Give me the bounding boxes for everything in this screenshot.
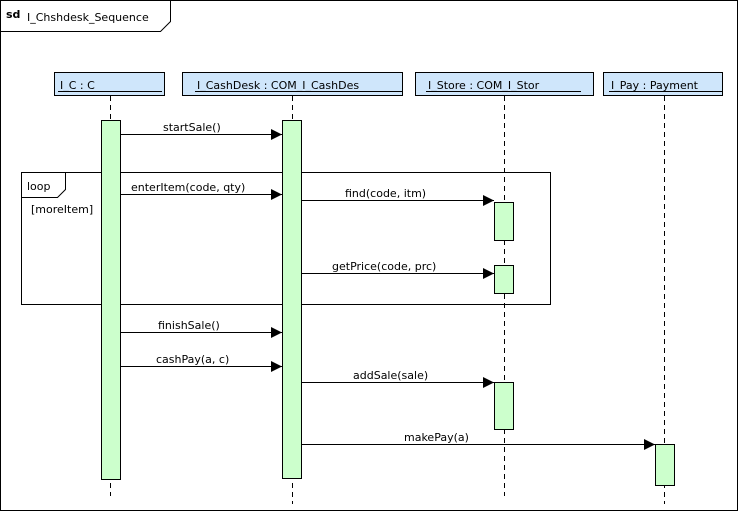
message-startsale[interactable]: startSale() (121, 121, 282, 140)
message-label: find(code, itm) (345, 187, 426, 200)
message-getprice[interactable]: getPrice(code, prc) (302, 260, 494, 279)
message-finishsale[interactable]: finishSale() (121, 319, 282, 338)
activation-bars (101, 120, 675, 486)
lifeline-head-c[interactable] (54, 72, 165, 96)
message-label: enterItem(code, qty) (131, 181, 245, 194)
message-label: getPrice(code, prc) (332, 260, 436, 273)
message-label: finishSale() (158, 319, 220, 332)
lifeline-label-cashdesk: I_CashDesk : COM_I_CashDes (197, 79, 359, 92)
activation-pay-makepay[interactable] (655, 444, 675, 486)
lifeline-cashdesk[interactable]: I_CashDesk : COM_I_CashDes (182, 72, 403, 96)
message-addsale[interactable]: addSale(sale) (302, 369, 494, 388)
activation-store-find[interactable] (494, 202, 514, 241)
lifeline-lines (110, 96, 665, 504)
loop-operator: loop (27, 180, 51, 193)
frame-tab (0, 0, 171, 32)
activation-store-getprice[interactable] (494, 265, 514, 294)
frame-keyword: sd (6, 8, 20, 21)
lifeline-label-c: I_C : C (60, 79, 95, 92)
lifeline-head-cashdesk[interactable] (182, 72, 403, 96)
frame-title: I_Chshdesk_Sequence (27, 11, 149, 24)
lifeline-label-pay: I_Pay : Payment (611, 79, 699, 92)
message-label: cashPay(a, c) (156, 353, 229, 366)
loop-guard: [moreItem] (31, 203, 93, 216)
activation-c[interactable] (101, 120, 121, 480)
lifeline-store[interactable]: I_Store : COM_I_Stor (415, 72, 594, 96)
messages: startSale() enterItem(code, qty) find(co… (121, 121, 655, 450)
message-makepay[interactable]: makePay(a) (302, 431, 655, 450)
activation-cashdesk[interactable] (282, 120, 302, 479)
message-enteritem[interactable]: enterItem(code, qty) (121, 181, 282, 200)
lifeline-c[interactable]: I_C : C (54, 72, 165, 96)
lifeline-pay[interactable]: I_Pay : Payment (603, 72, 723, 96)
activation-store-addsale[interactable] (494, 382, 514, 430)
lifeline-heads: I_C : C I_CashDesk : COM_I_CashDes I_Sto… (54, 72, 723, 96)
lifeline-label-store: I_Store : COM_I_Stor (428, 79, 540, 92)
message-label: makePay(a) (404, 431, 469, 444)
message-label: startSale() (163, 121, 221, 134)
lifeline-head-pay[interactable] (603, 72, 723, 96)
loop-fragment-tab (21, 172, 66, 198)
message-find[interactable]: find(code, itm) (302, 187, 494, 206)
lifeline-head-store[interactable] (415, 72, 594, 96)
message-cashpay[interactable]: cashPay(a, c) (121, 353, 282, 372)
message-label: addSale(sale) (353, 369, 428, 382)
